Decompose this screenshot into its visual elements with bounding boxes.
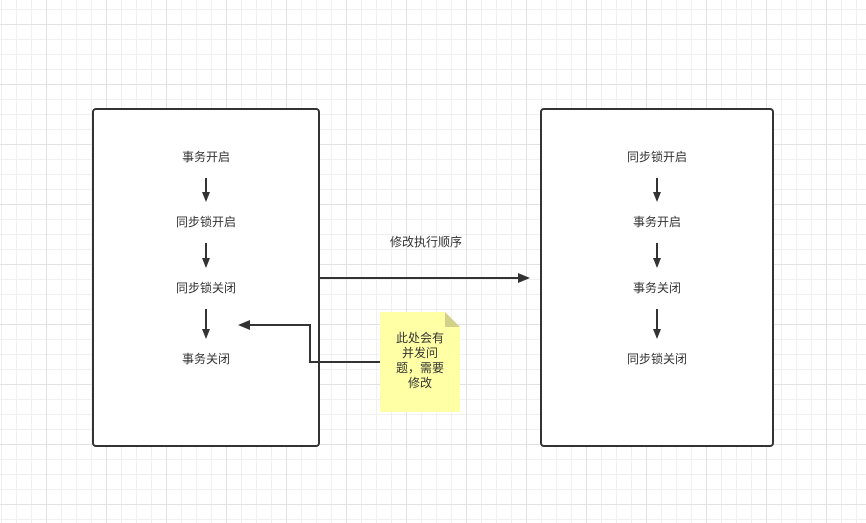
- note-connector-arrow[interactable]: [238, 320, 380, 363]
- right-step-3: 事务关闭: [632, 281, 682, 295]
- right-step-2: 事务开启: [632, 215, 682, 229]
- note-shape: [380, 312, 460, 412]
- left-step-1: 事务开启: [181, 150, 231, 164]
- transition-label: 修改执行顺序: [389, 235, 463, 249]
- right-step-4: 同步锁关闭: [626, 352, 688, 366]
- note-line-1: 此处会有: [395, 331, 444, 345]
- left-step-2: 同步锁开启: [175, 215, 237, 229]
- sticky-note[interactable]: 此处会有 并发问 题，需要 修改: [380, 312, 460, 412]
- right-step-1: 同步锁开启: [626, 150, 688, 164]
- left-flow-container[interactable]: [92, 108, 320, 447]
- note-line-2: 并发问: [401, 346, 438, 360]
- note-line-3: 题，需要: [395, 361, 444, 375]
- left-step-4: 事务关闭: [181, 352, 231, 366]
- right-flow-container[interactable]: [540, 108, 774, 447]
- note-line-4: 修改: [407, 376, 432, 390]
- note-text: 此处会有 并发问 题，需要 修改: [380, 331, 460, 391]
- left-step-3: 同步锁关闭: [175, 281, 237, 295]
